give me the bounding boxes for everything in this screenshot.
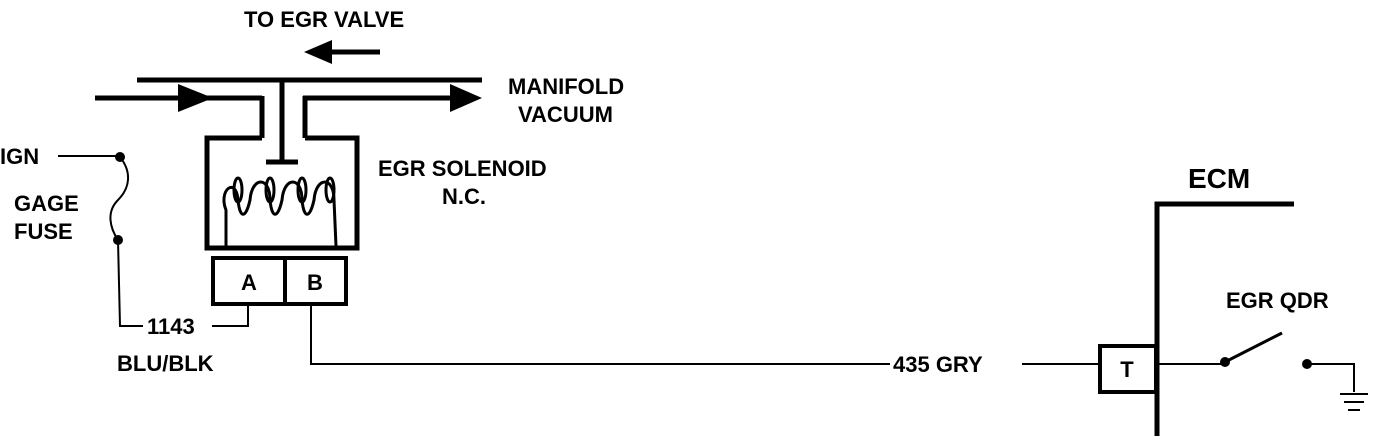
label-pin-b: B bbox=[307, 270, 323, 295]
switch-icon bbox=[1220, 331, 1312, 369]
label-ign: IGN bbox=[0, 144, 39, 169]
terminal-t-box bbox=[1098, 344, 1158, 394]
gry-wire bbox=[310, 304, 1100, 365]
vacuum-lines bbox=[95, 77, 482, 138]
label-nc: N.C. bbox=[442, 184, 486, 209]
label-manifold: MANIFOLD bbox=[508, 74, 624, 99]
ground-icon bbox=[1340, 393, 1368, 411]
fuse-icon bbox=[109, 156, 129, 241]
label-pin-a: A bbox=[241, 270, 257, 295]
label-vacuum: VACUUM bbox=[518, 102, 613, 127]
ign-circuit bbox=[58, 152, 249, 327]
arrow-left-icon bbox=[304, 40, 332, 64]
label-egr-qdr: EGR QDR bbox=[1226, 288, 1329, 313]
arrow-right-icon bbox=[178, 84, 213, 112]
label-egr-solenoid: EGR SOLENOID bbox=[378, 156, 547, 181]
label-wire-1143: 1143 bbox=[147, 314, 195, 339]
pin-b-box bbox=[283, 256, 348, 306]
label-ecm: ECM bbox=[1188, 163, 1250, 194]
label-terminal-t: T bbox=[1120, 357, 1134, 382]
ecm-block bbox=[1098, 201, 1368, 436]
arrow-right-icon bbox=[450, 84, 482, 112]
egr-solenoid bbox=[204, 80, 360, 251]
label-fuse: FUSE bbox=[14, 219, 73, 244]
label-wire-435-gry: 435 GRY bbox=[893, 352, 983, 377]
coil-icon bbox=[222, 176, 338, 247]
label-wire-blu-blk: BLU/BLK bbox=[117, 351, 214, 376]
solenoid-connector bbox=[211, 256, 348, 306]
label-to-egr-valve: TO EGR VALVE bbox=[244, 7, 404, 32]
label-gage: GAGE bbox=[14, 191, 79, 216]
